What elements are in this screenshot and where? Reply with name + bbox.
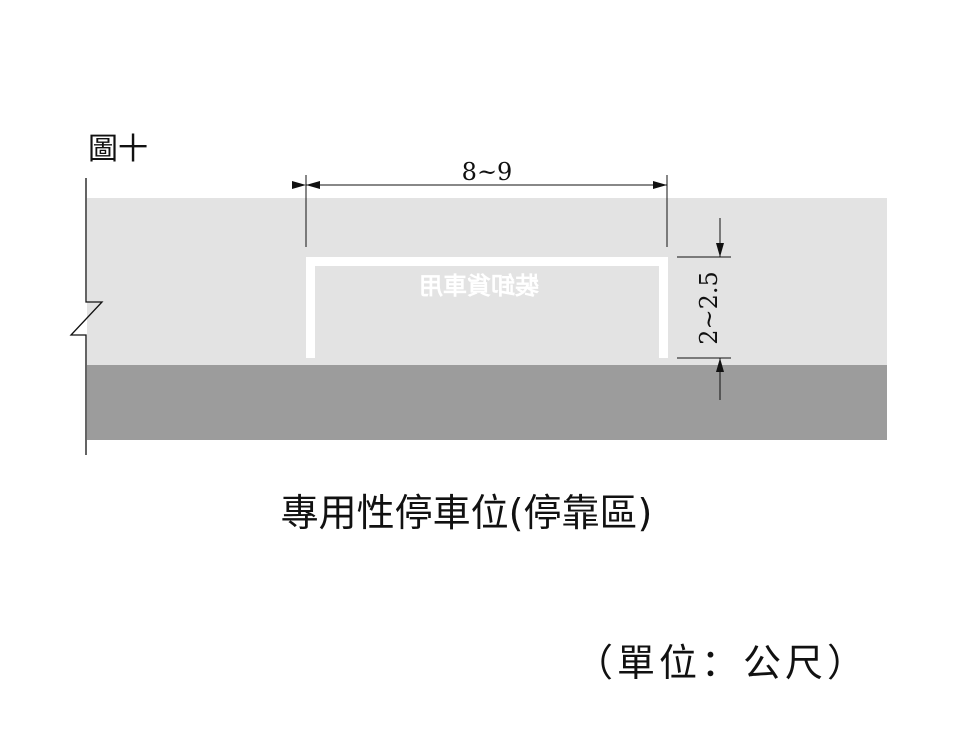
break-line	[69, 178, 104, 455]
diagram-caption: 專用性停車位(停靠區)	[280, 491, 653, 535]
unit-note: （單位：公尺）	[575, 641, 870, 685]
road-marking-text: 裝卸貨車用	[419, 272, 540, 300]
depth-dimension-label: 2~2.5	[695, 271, 723, 345]
lane-area	[87, 198, 887, 365]
parking-bay-marking	[306, 257, 668, 358]
figure-label: 圖十	[88, 132, 148, 167]
curb-area	[87, 365, 887, 440]
width-dimension-label: 8~9	[462, 158, 513, 186]
